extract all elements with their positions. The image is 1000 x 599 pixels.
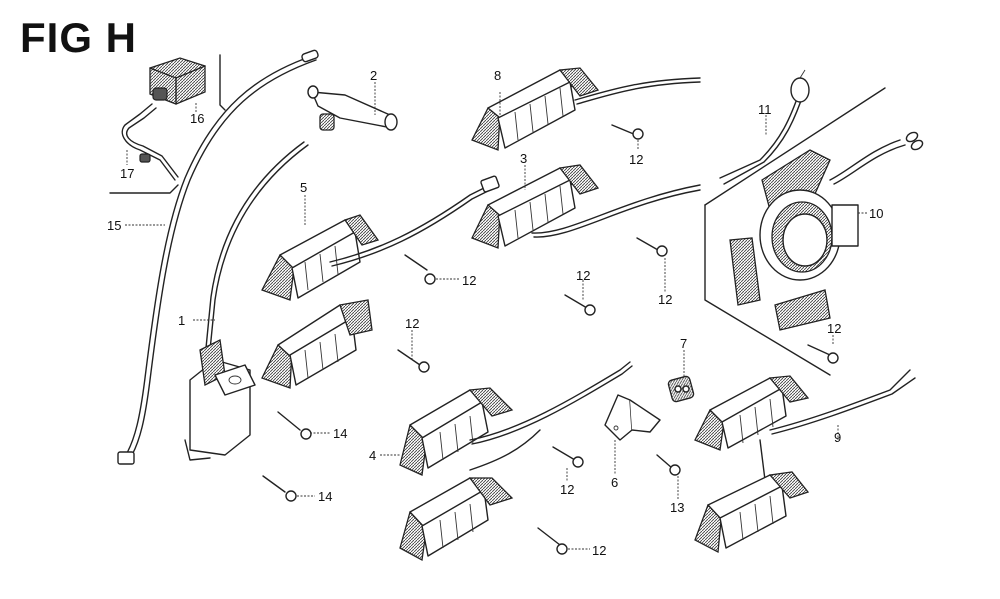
- callout-12: 12: [827, 321, 841, 336]
- part-5-coil: [261, 175, 500, 301]
- bolt-13: [656, 454, 681, 476]
- part-8-coil: [471, 67, 701, 151]
- part-9-coil-lower: [694, 471, 810, 554]
- callout-6: 6: [611, 475, 618, 490]
- callout-12: 12: [576, 268, 590, 283]
- part-4-coil-lower: [399, 477, 514, 562]
- callout-2: 2: [370, 68, 377, 83]
- callout-12: 12: [560, 482, 574, 497]
- callout-5: 5: [300, 180, 307, 195]
- part-2-plug-cap: [307, 85, 398, 131]
- callout-8: 8: [494, 68, 501, 83]
- figure-title: FIG H: [20, 14, 137, 61]
- callout-9: 9: [834, 430, 841, 445]
- callout-12: 12: [592, 543, 606, 558]
- bolts: [262, 124, 839, 555]
- callout-13: 13: [670, 500, 684, 515]
- callout-12: 12: [405, 316, 419, 331]
- callout-1: 1: [178, 313, 185, 328]
- bolt-12: [552, 446, 584, 468]
- callout-4: 4: [369, 448, 376, 463]
- part-7-grommet: [667, 375, 695, 403]
- bolt-12: [564, 294, 596, 316]
- bolt-14: [262, 475, 297, 502]
- bolt-12: [636, 237, 668, 257]
- part-4-coil: [399, 361, 633, 476]
- callout-10: 10: [869, 206, 883, 221]
- callout-12: 12: [462, 273, 476, 288]
- callout-7: 7: [680, 336, 687, 351]
- callout-labels: 1 2 3 4 5 6 7 8 9 10 11 12 12 12 12 12 1…: [107, 68, 883, 558]
- callout-17: 17: [120, 166, 134, 181]
- callout-12: 12: [629, 152, 643, 167]
- part-9-coil: [694, 369, 916, 481]
- part-10-stator: [704, 87, 924, 376]
- part-11-wire: [719, 69, 810, 185]
- part-5-coil-lower: [261, 299, 373, 389]
- bolt-12: [807, 344, 839, 364]
- callout-12: 12: [658, 292, 672, 307]
- callout-11: 11: [758, 102, 772, 117]
- bolt-12: [611, 124, 644, 140]
- callout-15: 15: [107, 218, 121, 233]
- callout-3: 3: [520, 151, 527, 166]
- part-16-regulator: [149, 57, 206, 105]
- bolt-12: [537, 527, 568, 555]
- leader-lines: [125, 82, 867, 550]
- callout-14: 14: [318, 489, 332, 504]
- callout-16: 16: [190, 111, 204, 126]
- part-1-ignition-coil: [184, 141, 309, 461]
- part-17-harness: [109, 54, 226, 194]
- part-6-bracket: [604, 394, 661, 441]
- bolt-12: [404, 254, 436, 285]
- bolt-14: [277, 411, 312, 440]
- part-3-coil: [471, 164, 701, 249]
- part-15-wire: [117, 49, 319, 465]
- bolt-12: [397, 349, 430, 373]
- callout-14: 14: [333, 426, 347, 441]
